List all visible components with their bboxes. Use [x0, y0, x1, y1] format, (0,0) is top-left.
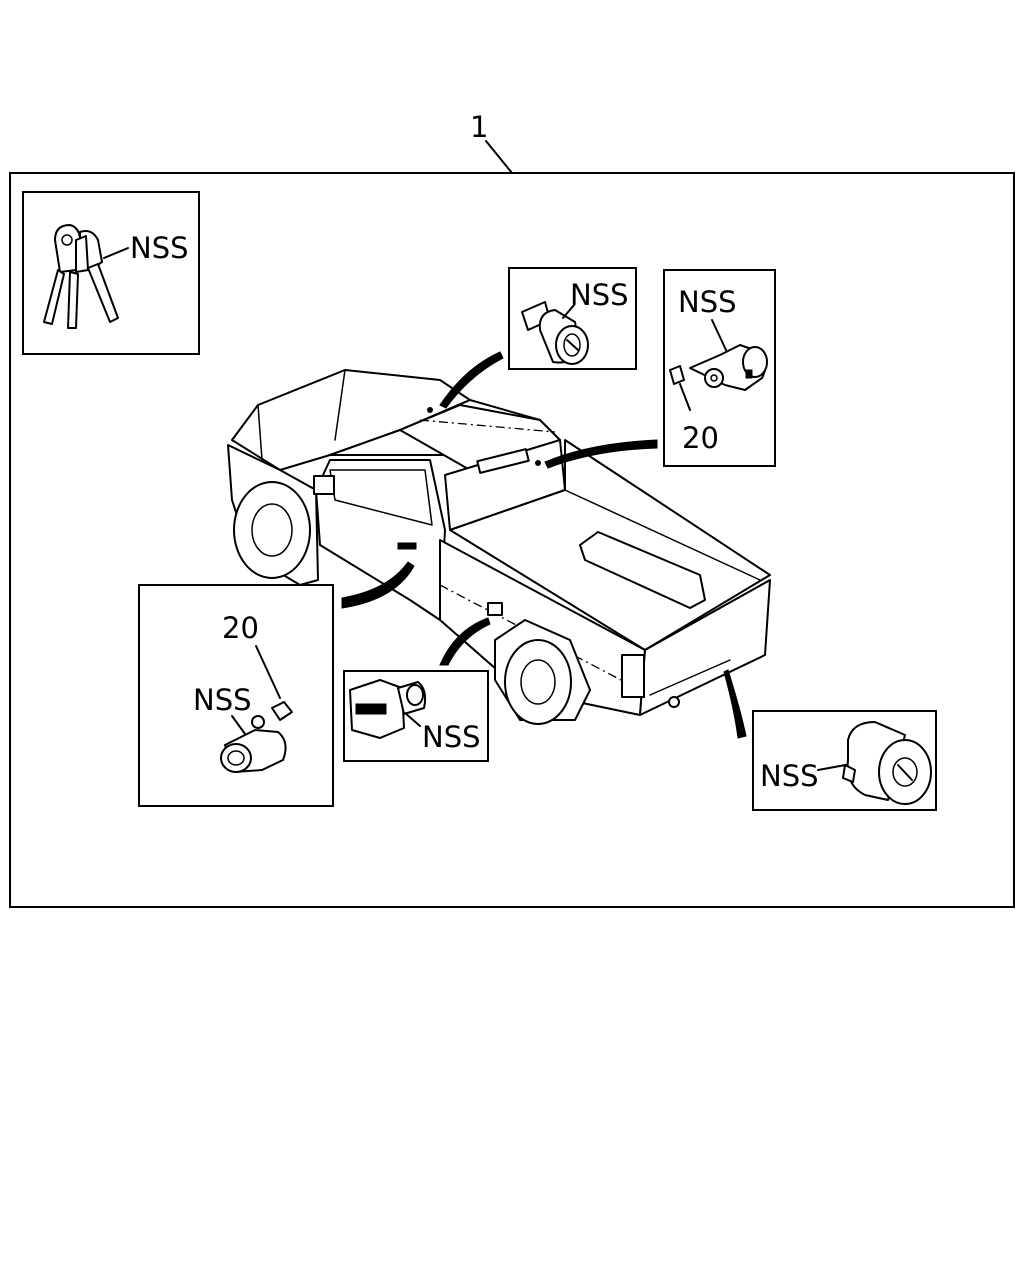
pointer-arc-driver-door [341, 561, 415, 609]
driver-door-panel: 20 NSS [138, 584, 334, 807]
driver-door-label: NSS [193, 683, 252, 717]
ignition-panel: NSS [508, 267, 637, 370]
rear-window-label: NSS [678, 285, 737, 319]
keys-panel: NSS [22, 191, 200, 355]
pickup-truck-icon [227, 369, 771, 725]
rear-window-ref-label: 20 [682, 421, 719, 455]
lock-cylinder-icon [349, 679, 427, 739]
lock-cylinder-icon [842, 721, 932, 805]
driver-door-ref-label: 20 [222, 611, 259, 645]
assembly-ref-label: 1 [470, 110, 488, 144]
key-set-icon [43, 224, 119, 329]
ignition-label: NSS [570, 278, 629, 312]
tailgate-panel: NSS [752, 710, 937, 811]
fuel-door-label: NSS [422, 720, 481, 754]
pointer-arc-fuel-door [439, 617, 491, 666]
lock-cylinder-icon [669, 344, 768, 391]
keys-label: NSS [130, 231, 189, 265]
tailgate-label: NSS [760, 759, 819, 793]
pointer-arc-ignition [439, 351, 504, 409]
rear-window-panel: NSS 20 [663, 269, 776, 467]
lock-cylinder-icon [220, 701, 293, 773]
ignition-cylinder-icon [521, 301, 589, 365]
pointer-arc-rear-window [544, 439, 658, 469]
pointer-arc-tailgate [723, 669, 747, 739]
fuel-door-panel: NSS [343, 670, 489, 762]
assembly-leader-line [485, 140, 513, 174]
